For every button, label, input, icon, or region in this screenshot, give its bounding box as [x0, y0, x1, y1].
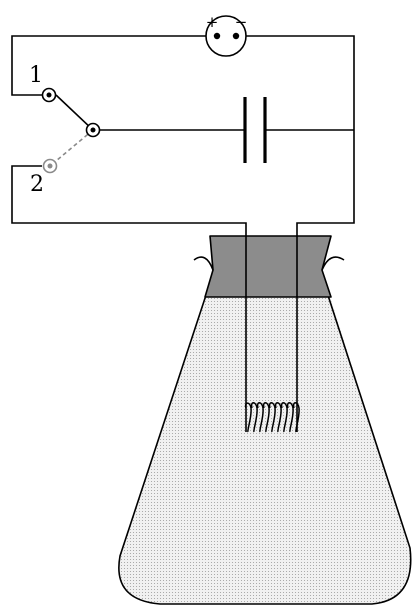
- battery-negative-sign: −: [235, 13, 248, 31]
- wire-lower-loop-right: [296, 130, 355, 432]
- switch-blade: [55, 94, 94, 131]
- switch-terminal-2-dot: [47, 163, 53, 169]
- battery-terminal-positive: [213, 32, 221, 40]
- heating-coil: [244, 402, 300, 433]
- flask-lip-left: [193, 256, 214, 271]
- switch-label-1: 1: [29, 63, 43, 88]
- battery-positive-sign: +: [206, 13, 219, 31]
- battery: [205, 15, 247, 57]
- switch-pivot-dot: [90, 127, 96, 133]
- switch-dashed-path: [49, 129, 94, 167]
- battery-terminal-negative: [232, 32, 240, 40]
- wire-top-loop: [11, 35, 355, 130]
- rubber-stopper: [204, 235, 332, 298]
- flask-liquid: [118, 297, 411, 604]
- switch-terminal-1-dot: [46, 92, 52, 98]
- wire-lower-loop-left: [11, 165, 247, 432]
- flask-body: [118, 282, 412, 605]
- switch-label-2: 2: [30, 172, 44, 197]
- flask-lip-right: [321, 256, 345, 271]
